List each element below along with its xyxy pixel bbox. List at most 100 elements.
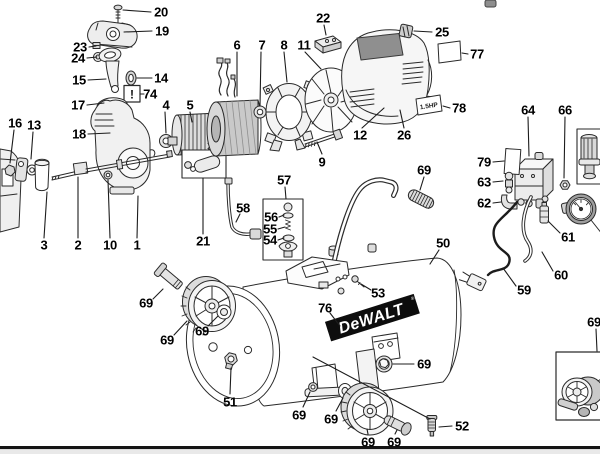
plug-part-25 — [398, 23, 414, 39]
leader-line-53 — [360, 283, 372, 291]
registered-mark: ® — [410, 294, 416, 301]
leader-line-19 — [123, 30, 153, 33]
leader-line-17 — [86, 102, 105, 106]
nut-part-23 — [92, 42, 101, 49]
leader-line-76 — [329, 312, 341, 327]
connecting-rod-part-15 — [98, 47, 122, 93]
bottom-margin-strip — [0, 449, 600, 454]
leader-line-7 — [259, 51, 262, 107]
leader-line-63 — [492, 180, 504, 183]
hose-part-60 — [521, 195, 533, 263]
leader-line-4 — [164, 111, 167, 134]
bottom-rule — [0, 446, 600, 450]
washer-part-7 — [253, 105, 267, 119]
crankshaft-part-2 — [51, 150, 173, 181]
leader-line-24 — [86, 56, 98, 59]
valve-part-52 — [426, 415, 438, 437]
power-cord-part-59 — [458, 200, 519, 292]
motor-shroud-part-26 — [341, 29, 433, 125]
leader-line-54 — [277, 237, 285, 241]
blank-sticker-part-77 — [437, 40, 462, 64]
leader-line-69-wheel-bolt — [152, 288, 164, 300]
leader-line-66 — [563, 116, 566, 179]
leader-line-18 — [87, 132, 111, 135]
leader-line-69-axle-bolt — [394, 429, 398, 435]
discharge-tube-part-58 — [224, 177, 262, 240]
through-bolt-part-9 — [304, 128, 344, 148]
leader-line-5 — [189, 111, 193, 123]
blank-card-part-79 — [503, 148, 522, 176]
capacitor-part-22 — [314, 35, 342, 54]
leader-line-69-leg-nut — [302, 391, 311, 408]
leader-line-15 — [87, 78, 107, 81]
leader-line-11 — [304, 51, 322, 70]
leader-line-62 — [492, 201, 502, 204]
leader-line-26 — [399, 109, 405, 129]
leader-line-79 — [492, 160, 505, 163]
axle-bolt-part-69 — [383, 415, 412, 436]
leader-line-3 — [43, 191, 48, 239]
leader-line-55 — [277, 226, 286, 230]
leader-line-10 — [107, 179, 111, 239]
leader-line-69-rear-wheel — [366, 428, 369, 435]
tank-leg-right-bracket — [355, 332, 401, 395]
regulator-kit-box — [576, 128, 600, 185]
handle-grip-part-69 — [407, 189, 435, 209]
leader-line-69-wheel-kit — [595, 328, 598, 352]
leader-line-69-washer — [335, 397, 344, 412]
gauge-leader-line — [590, 219, 600, 233]
leader-line-13 — [30, 131, 34, 160]
warning-glyph: ! — [130, 88, 134, 102]
leader-line-59 — [502, 267, 517, 287]
pump-housing-parts-18-1 — [90, 99, 156, 195]
rotor-part-5 — [167, 113, 212, 156]
leader-line-23 — [88, 45, 97, 48]
leader-line-52 — [438, 425, 453, 428]
leader-line-9 — [316, 141, 323, 155]
leader-line-25 — [413, 30, 433, 33]
pressure-gauge — [560, 193, 600, 233]
leader-line-69-front-ring — [207, 315, 219, 327]
handle-bracket-part-53-area — [285, 256, 350, 290]
leader-line-61 — [547, 220, 561, 234]
hp-sticker-part-78: 1.5HP — [415, 94, 443, 116]
leader-line-78 — [442, 105, 451, 109]
leg-nut-part-69 — [308, 382, 318, 392]
tank-leg-left — [304, 363, 342, 398]
stator-part-6 — [206, 57, 262, 157]
leader-line-51 — [229, 367, 232, 395]
leader-line-20 — [122, 9, 152, 13]
leader-lines-layer — [9, 9, 598, 435]
shoulder-bolt-part-69 — [153, 262, 183, 290]
leader-line-50 — [429, 249, 440, 265]
leader-line-77 — [461, 52, 469, 55]
leader-line-60 — [541, 251, 554, 272]
rear-wheel-part-69 — [340, 382, 394, 436]
leader-line-69-handle-grip — [419, 176, 425, 191]
pump-head-part-19 — [87, 20, 138, 49]
valve-fitting-part-63 — [504, 171, 514, 194]
warning-box-part-74: ! — [123, 84, 141, 103]
pressure-switch-part-64 — [514, 152, 554, 209]
check-valve-kit-box-part-57 — [262, 198, 304, 261]
cylinder-sleeve-part-3 — [34, 158, 50, 192]
leader-line-56 — [278, 214, 285, 218]
hp-sticker-text: 1.5HP — [419, 102, 439, 112]
screw-part-20 — [113, 4, 123, 24]
leader-line-64 — [527, 116, 530, 157]
leader-line-8 — [283, 51, 288, 83]
wheel-kit-box-part-69 — [555, 351, 600, 421]
leader-line-1 — [136, 195, 139, 239]
inline-fitting-part-61 — [539, 202, 549, 224]
leader-line-57 — [284, 186, 287, 200]
leader-line-16 — [9, 129, 15, 164]
top-edge-fragment — [484, 0, 497, 8]
wheel-ring-part-69 — [216, 304, 232, 320]
leader-line-52 — [312, 356, 431, 420]
flange-nut-part-69 — [375, 355, 393, 373]
seal-part-14 — [125, 70, 137, 86]
nut-part-66 — [559, 180, 571, 190]
leader-line-22 — [323, 24, 327, 36]
